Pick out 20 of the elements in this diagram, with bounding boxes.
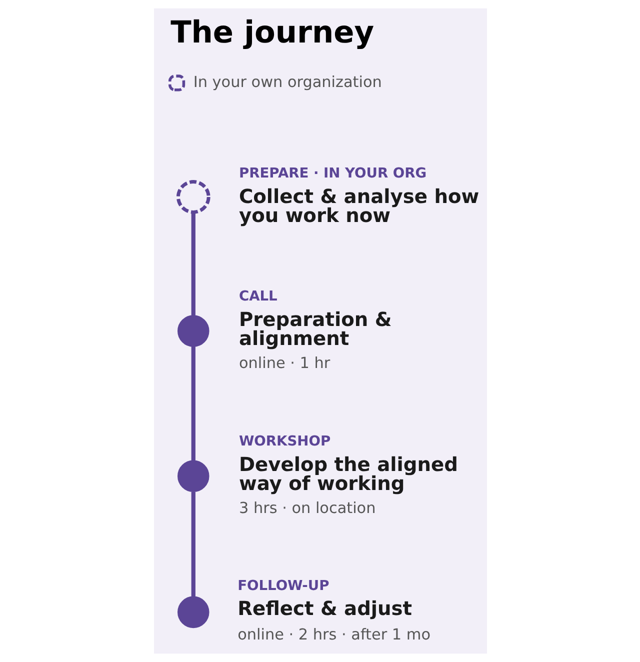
node-label: 3 hrs · on location — [238, 499, 376, 518]
connector — [190, 346, 195, 461]
connector — [190, 492, 195, 597]
legend-label: In your own organization — [192, 72, 382, 91]
node-label: online · 2 hrs · after 1 mo — [237, 626, 430, 644]
node-label: online · 1 hr — [238, 354, 330, 372]
node-label: FOLLOW-UP — [237, 578, 329, 594]
diagram-title: The journey — [170, 15, 374, 50]
node-circle — [177, 596, 209, 628]
connector — [190, 212, 195, 316]
node-label: Preparation & alignment — [238, 308, 392, 350]
node-circle — [177, 460, 209, 492]
node-label: CALL — [238, 288, 277, 305]
node-label: WORKSHOP — [238, 434, 330, 450]
node-label: PREPARE · IN YOUR ORG — [238, 166, 426, 182]
node-label: Reflect & adjust — [237, 597, 412, 620]
node-label: Develop the aligned way of working — [238, 452, 458, 496]
node-circle — [176, 180, 210, 214]
node-circle — [177, 315, 209, 347]
node-label: Collect & analyse how you work now — [238, 184, 479, 228]
